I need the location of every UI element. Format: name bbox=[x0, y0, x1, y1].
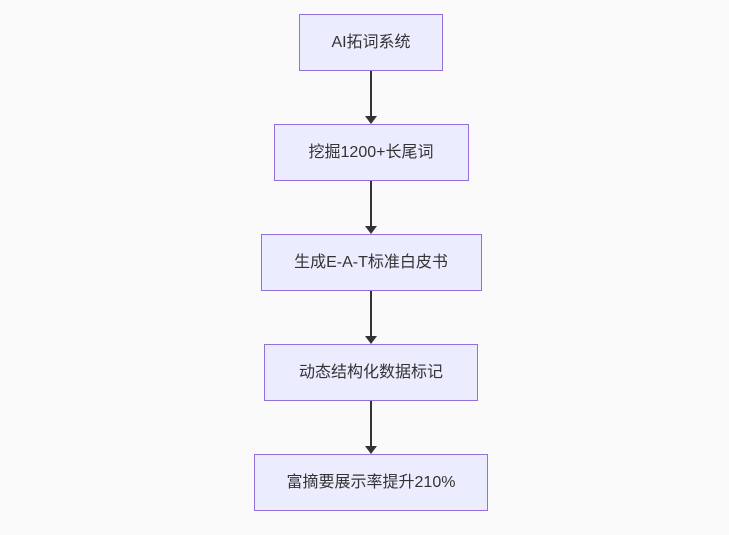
arrow-line bbox=[370, 71, 372, 117]
arrow-down-icon bbox=[365, 401, 377, 454]
node-label: 生成E-A-T标准白皮书 bbox=[294, 253, 448, 271]
flow-node-eat-whitepaper: 生成E-A-T标准白皮书 bbox=[260, 234, 482, 291]
flowchart-column: AI拓词系统 挖掘1200+长尾词 生成E-A-T标准白皮书 动态结构化数据标记 bbox=[254, 14, 488, 511]
arrow-head-icon bbox=[365, 446, 377, 454]
node-label: 动态结构化数据标记 bbox=[298, 363, 443, 381]
flow-node-longtail-mining: 挖掘1200+长尾词 bbox=[273, 124, 469, 181]
flow-node-rich-snippet-uplift: 富摘要展示率提升210% bbox=[254, 454, 488, 511]
arrow-head-icon bbox=[365, 336, 377, 344]
arrow-head-icon bbox=[365, 116, 377, 124]
arrow-head-icon bbox=[365, 226, 377, 234]
arrow-down-icon bbox=[365, 181, 377, 234]
node-label: 挖掘1200+长尾词 bbox=[308, 143, 434, 161]
arrow-line bbox=[370, 291, 372, 337]
flow-node-ai-keyword-system: AI拓词系统 bbox=[299, 14, 443, 71]
arrow-line bbox=[370, 401, 372, 447]
node-label: 富摘要展示率提升210% bbox=[286, 473, 456, 491]
flow-node-structured-data-markup: 动态结构化数据标记 bbox=[264, 344, 478, 401]
arrow-down-icon bbox=[365, 71, 377, 124]
arrow-line bbox=[370, 181, 372, 227]
arrow-down-icon bbox=[365, 291, 377, 344]
node-label: AI拓词系统 bbox=[331, 33, 411, 51]
